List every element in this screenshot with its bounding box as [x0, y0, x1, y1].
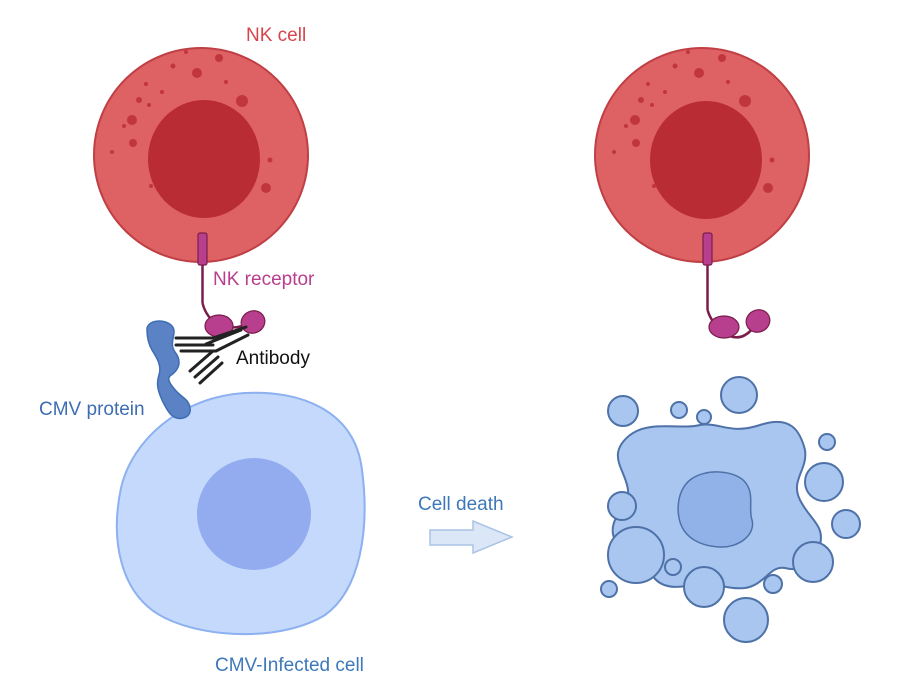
nk-nucleus-right	[650, 101, 762, 219]
nk-receptor-right	[702, 232, 771, 339]
cell-death-label: Cell death	[418, 494, 504, 515]
nk-granules-right	[612, 50, 775, 193]
dead-cell	[600, 376, 861, 643]
nk-granules-left	[110, 50, 273, 193]
nk-cell-left	[93, 47, 309, 263]
nk-receptor-left	[197, 232, 266, 338]
nk-nucleus-left	[148, 100, 260, 218]
cell-death-arrow	[429, 519, 514, 555]
apoptotic-bodies	[600, 376, 861, 643]
nk-cell-right	[594, 47, 810, 263]
dead-cell-nucleus	[677, 471, 754, 548]
infected-nucleus	[197, 458, 311, 570]
cmv-protein-label: CMV protein	[39, 399, 145, 420]
infected-cell-label: CMV-Infected cell	[215, 655, 364, 676]
cmv-protein-icon	[146, 320, 191, 420]
antibody-label: Antibody	[236, 348, 310, 369]
cmv-infected-cell	[115, 391, 366, 636]
nk-receptor-label: NK receptor	[213, 269, 315, 290]
antibody-icon	[174, 325, 250, 385]
nk-cell-label: NK cell	[246, 25, 307, 46]
